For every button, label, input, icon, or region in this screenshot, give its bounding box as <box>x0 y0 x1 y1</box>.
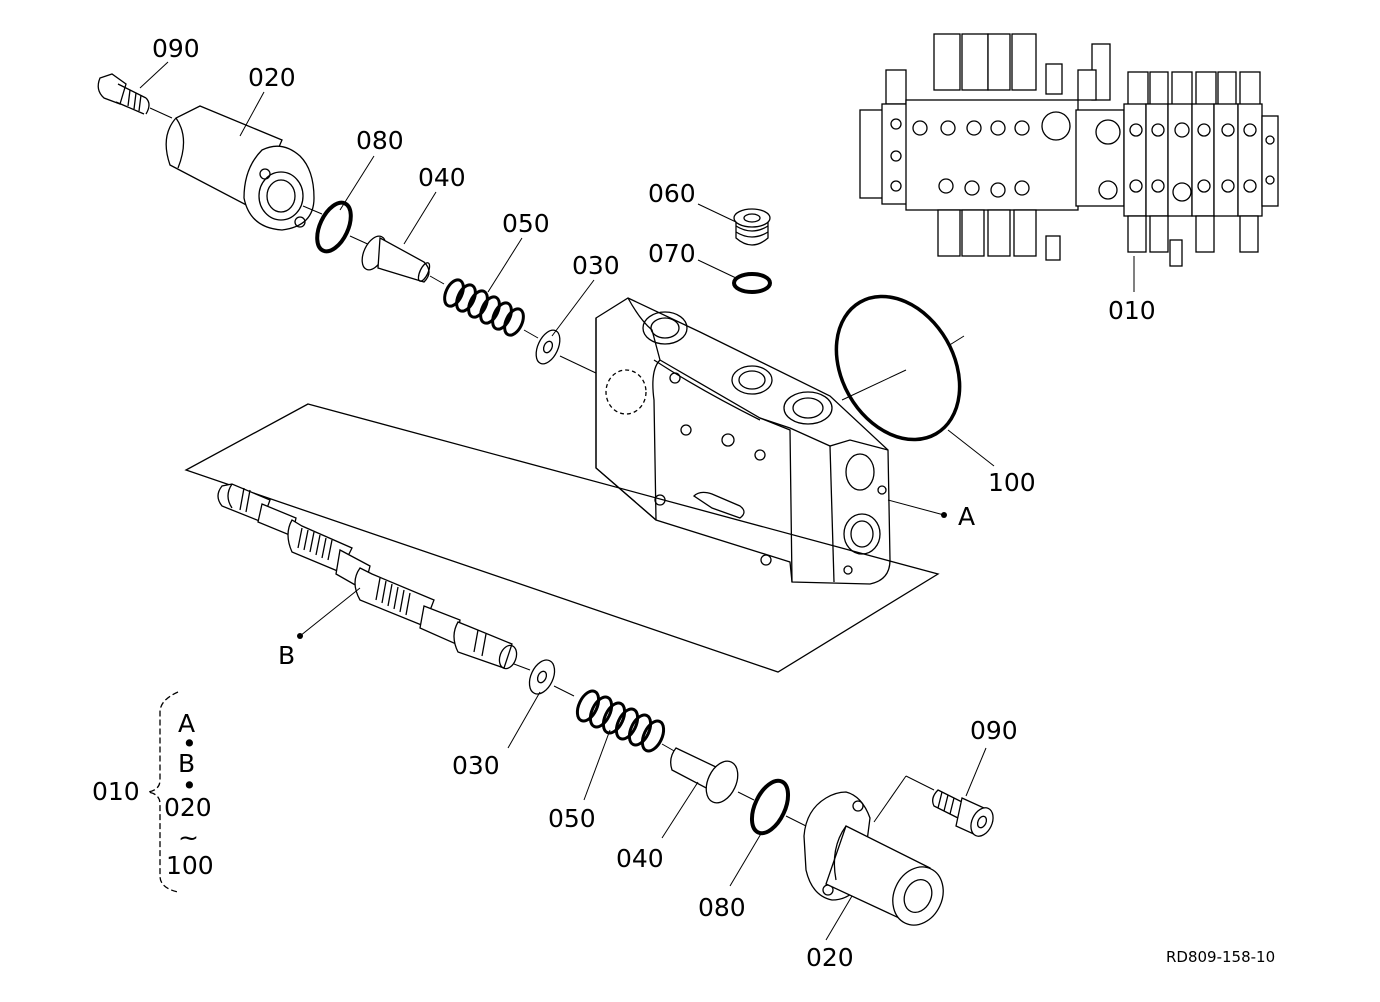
valve-assembly-overview-010 <box>859 33 1279 292</box>
note-item-b: B <box>178 749 195 778</box>
callout-leaders <box>139 61 987 941</box>
washer-030-top <box>535 329 599 375</box>
ref-point-a <box>941 512 947 518</box>
callout-080-bottom: 080 <box>698 893 746 922</box>
callout-030-bottom: 030 <box>452 751 500 780</box>
callout-040-bottom: 040 <box>616 844 664 873</box>
plug-060 <box>733 208 771 246</box>
ref-label-a: A <box>958 502 975 531</box>
callout-100: 100 <box>988 468 1036 497</box>
note-item-100: 100 <box>166 851 214 880</box>
callout-090-top: 090 <box>152 34 200 63</box>
piston-040-top <box>361 235 445 285</box>
ref-label-b: B <box>278 641 295 670</box>
callout-020-bottom: 020 <box>806 943 854 972</box>
spring-050-bottom <box>575 689 677 753</box>
bolt-090-top <box>97 73 173 119</box>
cap-020-top <box>165 105 323 231</box>
bolt-090-bottom <box>932 789 994 837</box>
piston-040-bottom <box>670 747 755 804</box>
note-sep-2: • <box>182 771 197 800</box>
callout-080-top: 080 <box>356 126 404 155</box>
ref-point-b <box>297 633 303 639</box>
callout-050-bottom: 050 <box>548 804 596 833</box>
callout-020-top: 020 <box>248 63 296 92</box>
callout-040-top: 040 <box>418 163 466 192</box>
callout-030-top: 030 <box>572 251 620 280</box>
o-ring-080-top <box>315 200 353 254</box>
callout-060: 060 <box>648 179 696 208</box>
callout-090-bottom: 090 <box>970 716 1018 745</box>
spool-assembly <box>217 483 518 670</box>
valve-section-body <box>595 297 947 585</box>
spring-050-top <box>443 278 539 339</box>
note-range-mark: ~ <box>178 823 199 852</box>
washer-030-bottom <box>513 659 575 697</box>
note-item-020: 020 <box>164 793 212 822</box>
o-ring-070 <box>732 272 772 294</box>
callout-010: 010 <box>1108 296 1156 325</box>
callout-050-top: 050 <box>502 209 550 238</box>
drawing-code: RD809-158-10 <box>1166 948 1275 966</box>
spool-frame <box>184 403 940 673</box>
note-sep-1: • <box>182 729 197 758</box>
callout-070: 070 <box>648 239 696 268</box>
note-item-a: A <box>178 709 195 738</box>
assembly-note: 010 A • B • 020 ~ 100 <box>92 691 214 893</box>
note-parent: 010 <box>92 777 140 806</box>
cap-020-bottom <box>803 775 944 926</box>
o-ring-080-bottom <box>749 778 791 836</box>
